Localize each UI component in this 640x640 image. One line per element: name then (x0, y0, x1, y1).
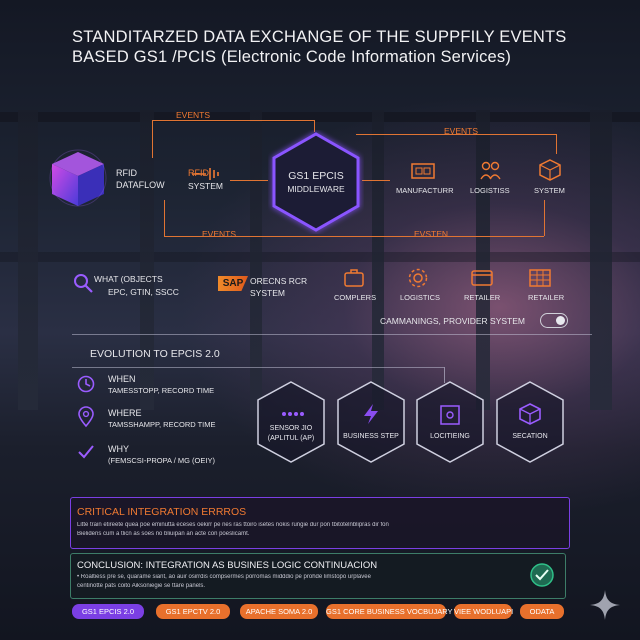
evo-item-sub-1: TAMSSHAMPP, RECORD TIME (108, 420, 216, 429)
what-title: WHAT (OBJECTS (94, 274, 163, 284)
partner-label-2: RETAILER (464, 293, 501, 302)
connector (356, 134, 556, 135)
rfid-system-label-2: SYSTEM (188, 181, 223, 191)
gear-icon (408, 268, 428, 288)
sap-logo: SAP (218, 276, 248, 291)
events-label: EVENTS (202, 229, 237, 239)
tech-tag-4[interactable]: VIEE WODLUAPI (454, 604, 513, 619)
evo-item-sub-0: TAMESSTOPP, RECORD TIME (108, 386, 215, 395)
package-cube-icon (519, 403, 541, 425)
ceiling-beam (0, 112, 640, 122)
hex-label-1: BUSINESS STEP (343, 433, 399, 440)
title-line-2: BASED GS1 /PCIS (Electronic Code Informa… (72, 48, 512, 66)
briefcase-icon (344, 269, 364, 287)
sparkle-icon (590, 590, 620, 620)
partner-label-0: COMPLERS (334, 293, 377, 302)
arrow-to-manufacturer (362, 180, 390, 181)
evo-item-title-1: WHERE (108, 408, 142, 418)
connector (544, 200, 545, 236)
pillar (250, 110, 262, 410)
conclusion-panel: CONCLUSION: INTEGRATION AS BUSINES LOGIC… (70, 553, 566, 599)
critical-text-1: Litte train etireete quea poe eminutta e… (77, 522, 389, 528)
pillar (372, 110, 384, 410)
critical-errors-panel: CRITICAL INTEGRATION ERRROS Litte train … (70, 497, 570, 549)
retail-card-icon (471, 270, 493, 286)
hub-title: GS1 EPCIS (288, 170, 344, 182)
tech-tag-2[interactable]: APACHE SOMA 2.0 (240, 604, 318, 619)
partner-label-1: LOGISTICS (400, 293, 441, 302)
erp-line-2: SYSTEM (250, 288, 285, 298)
rfid-antenna-icon (192, 168, 219, 180)
check-circle-icon (530, 563, 554, 587)
clock-icon (77, 375, 95, 393)
what-subtitle: EPC, GTIN, SSCC (108, 287, 179, 297)
target-label-2: SYSTEM (534, 186, 565, 195)
hub-subtitle: MIDDLEWARE (287, 184, 345, 194)
pillar (476, 110, 490, 410)
search-icon (74, 274, 93, 293)
erp-line-1: ORECNS RCR (250, 276, 308, 286)
conclusion-title: CONCLUSION: INTEGRATION AS BUSINES LOGIC… (77, 560, 378, 571)
rfid-system-label: RFID (188, 168, 209, 178)
tech-tag-5[interactable]: ODATA (520, 604, 564, 619)
divider (72, 334, 592, 335)
sensor-dots-icon (282, 412, 304, 416)
system-cube-icon (539, 159, 561, 181)
ceiling-beam (0, 252, 640, 262)
connector (314, 120, 315, 132)
title-line-1: STANDITARZED DATA EXCHANGE OF THE SUPPFI… (72, 28, 567, 46)
events-label: EVENTS (444, 126, 479, 136)
epcis-middleware-hub (272, 132, 360, 232)
events-label: EVENTS (176, 110, 211, 120)
target-label-0: MANUFACTURR (396, 186, 454, 195)
evolution-heading: EVOLUTION TO EPCIS 2.0 (90, 348, 220, 360)
lightning-icon (364, 404, 378, 424)
hex-label-3: SECATION (512, 433, 548, 440)
connector (164, 236, 544, 237)
tech-tag-1[interactable]: GS1 EPCTV 2.0 (156, 604, 230, 619)
rfid-label: RFID (116, 168, 137, 178)
check-mark-icon (78, 445, 94, 459)
events-label: EVSTEN (414, 229, 449, 239)
provider-toggle[interactable] (540, 313, 568, 328)
connector (152, 120, 314, 121)
location-box-icon (440, 405, 460, 425)
rfid-cube-icon (49, 149, 107, 207)
tech-tag-3[interactable]: GS1 CORE BUSINESS VOCBUJARY (326, 604, 453, 619)
pillar (140, 110, 154, 410)
hex-row (257, 381, 564, 463)
arrow-rfid-hub (230, 180, 268, 181)
hex-label-0: SENSOR JIO (269, 425, 313, 432)
pillar (18, 110, 38, 410)
partner-label-3: RETAILER (528, 293, 565, 302)
logistics-people-icon (480, 161, 501, 180)
evo-item-sub-2: (FEMSCSI-PROPA / MG (OEIY) (108, 456, 215, 465)
evo-item-title-0: WHEN (108, 374, 136, 384)
retail-grid-icon (529, 269, 551, 287)
connector (164, 200, 165, 236)
connector (152, 120, 153, 158)
location-pin-icon (78, 406, 94, 428)
connector (556, 134, 557, 154)
evo-item-title-2: WHY (108, 444, 129, 454)
hex-sublabel-0: (APLITUL (AP) (267, 435, 315, 442)
dataflow-label: DATAFLOW (116, 180, 165, 190)
pillar (590, 110, 612, 410)
divider (444, 367, 445, 383)
critical-text-2: Bielidens cum a tlicn as soes no bliuipa… (77, 531, 250, 537)
factory-icon (411, 163, 435, 179)
conclusion-text-2: centinotte pats coito Aiksoniegie se tta… (77, 583, 206, 589)
target-label-1: LOGISTISS (470, 186, 510, 195)
tech-tag-0[interactable]: GS1 EPCIS 2.0 (72, 604, 144, 619)
provider-system-label: CAMMANINGS, PROVIDER SYSTEM (380, 316, 525, 326)
divider (72, 367, 444, 368)
critical-title: CRITICAL INTEGRATION ERRROS (77, 506, 247, 518)
conclusion-text-1: • Roaltiess pre se, quarame siant, ao au… (77, 574, 371, 580)
hex-label-2: LOCITIEING (430, 433, 470, 440)
toggle-knob (556, 316, 565, 325)
